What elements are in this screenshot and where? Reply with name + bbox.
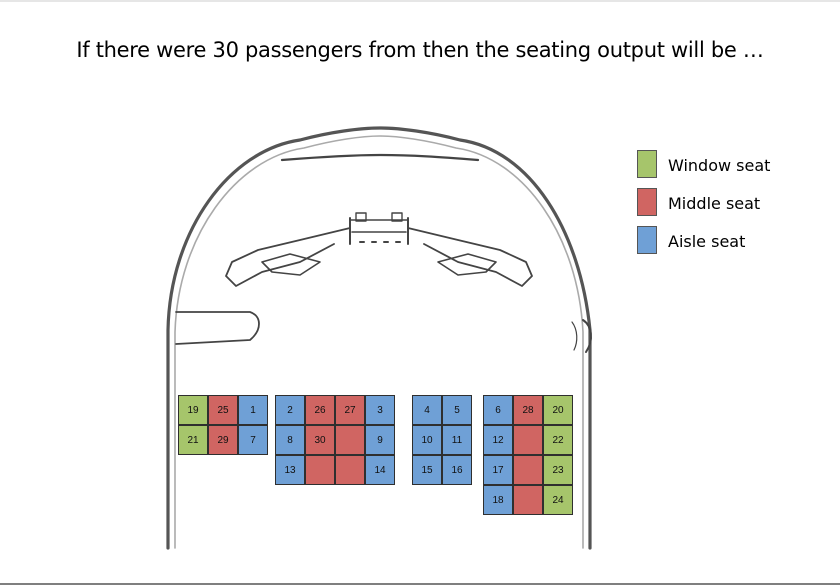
seat-aisle: 2 [275, 395, 305, 425]
seat-middle: 30 [305, 425, 335, 455]
seat-aisle: 12 [483, 425, 513, 455]
seat-middle [335, 425, 365, 455]
legend-swatch-middle [637, 188, 657, 216]
seat-window: 24 [543, 485, 573, 515]
seat-middle [513, 485, 543, 515]
seat-aisle: 11 [442, 425, 472, 455]
seat-middle [335, 455, 365, 485]
seat-aisle: 14 [365, 455, 395, 485]
seat-window: 21 [178, 425, 208, 455]
seat-middle: 27 [335, 395, 365, 425]
seat-aisle: 8 [275, 425, 305, 455]
seat-aisle: 7 [238, 425, 268, 455]
seat-aisle: 17 [483, 455, 513, 485]
legend-swatch-aisle [637, 226, 657, 254]
legend-swatch-window [637, 150, 657, 178]
seat-window: 20 [543, 395, 573, 425]
seat-aisle: 16 [442, 455, 472, 485]
seat-middle [305, 455, 335, 485]
seat-aisle: 1 [238, 395, 268, 425]
top-rule [0, 0, 840, 2]
seat-middle [513, 425, 543, 455]
seat-window: 23 [543, 455, 573, 485]
legend-label-middle: Middle seat [668, 194, 761, 213]
seat-aisle: 18 [483, 485, 513, 515]
bottom-rule [0, 583, 840, 585]
seat-aisle: 10 [412, 425, 442, 455]
legend-label-aisle: Aisle seat [668, 232, 746, 251]
seat-aisle: 9 [365, 425, 395, 455]
seat-aisle: 4 [412, 395, 442, 425]
page-title: If there were 30 passengers from then th… [76, 38, 764, 62]
seat-middle [513, 455, 543, 485]
seat-window: 19 [178, 395, 208, 425]
seat-middle: 25 [208, 395, 238, 425]
seat-aisle: 15 [412, 455, 442, 485]
seat-middle: 29 [208, 425, 238, 455]
seat-window: 22 [543, 425, 573, 455]
seat-aisle: 5 [442, 395, 472, 425]
legend-label-window: Window seat [668, 156, 771, 175]
seat-middle: 28 [513, 395, 543, 425]
seat-middle: 26 [305, 395, 335, 425]
seat-aisle: 13 [275, 455, 305, 485]
seat-aisle: 3 [365, 395, 395, 425]
seat-aisle: 6 [483, 395, 513, 425]
